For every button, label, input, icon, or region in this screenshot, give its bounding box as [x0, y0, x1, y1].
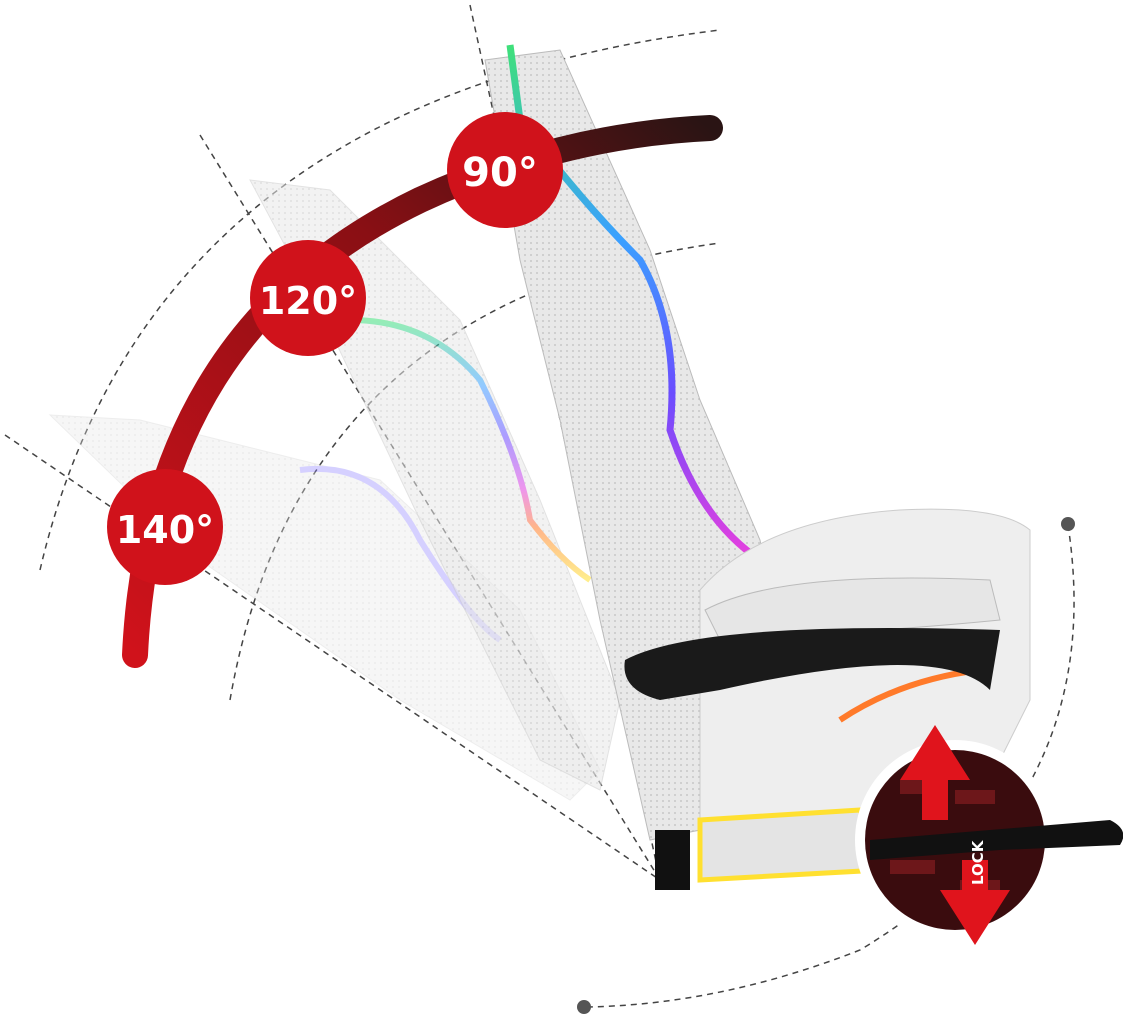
angle-label: 140° — [116, 508, 214, 552]
down-arrow-icon — [940, 860, 1010, 945]
up-arrow-icon — [900, 725, 970, 820]
guide-endpoint-dot — [577, 1000, 591, 1014]
lock-label: LOCK — [969, 839, 987, 885]
guide-endpoint-dot — [1061, 517, 1075, 531]
armrest — [624, 628, 1000, 700]
angle-badge-140: 140° — [107, 469, 223, 585]
angle-badge-90: 90° — [447, 112, 563, 228]
angle-badge-120: 120° — [250, 240, 366, 356]
lock-detail: LOCK — [855, 725, 1123, 945]
lock-lever — [870, 820, 1123, 860]
angle-label: 120° — [259, 279, 357, 323]
angle-label: 90° — [462, 150, 538, 196]
recline-mechanism — [655, 830, 690, 890]
